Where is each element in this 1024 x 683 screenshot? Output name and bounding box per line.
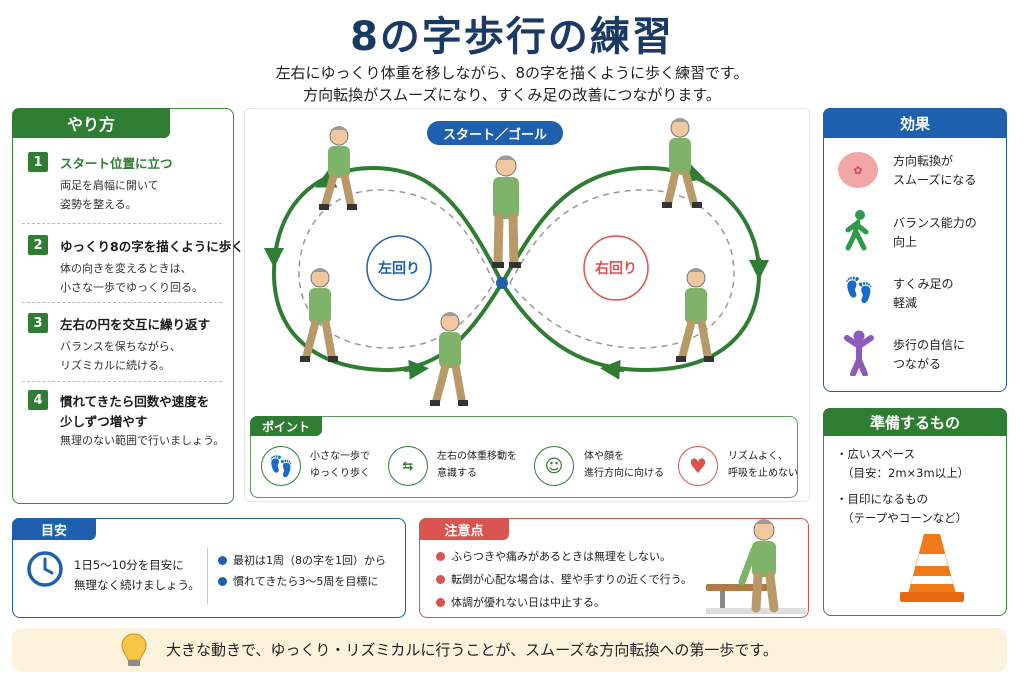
brain-icon: ✿ — [838, 152, 878, 188]
bullet-icon — [436, 575, 445, 584]
guide-bullet-text: 慣れてきたら3～5周を目標に — [233, 575, 379, 588]
guide-bullet-text: 最初は1周（8の字を1回）から — [233, 554, 386, 567]
point-text: リズムよく、 — [728, 451, 788, 462]
caution-bullet-text: 転倒が心配な場合は、壁や手すりの近くで行う。 — [451, 573, 693, 586]
left-inner-path — [298, 189, 495, 349]
weight-shift-icon: ⇆ — [388, 446, 428, 486]
walker-figure — [676, 268, 714, 362]
howto-title: やり方 — [12, 108, 170, 138]
step-number: 3 — [28, 313, 48, 333]
start-point-marker — [496, 277, 508, 289]
step-desc: 小さな一歩でゆっくり回る。 — [60, 281, 203, 294]
walker-figure — [319, 126, 357, 210]
prep-title: 準備するもの — [823, 408, 1007, 436]
footprints-icon: 👣 — [261, 446, 301, 486]
step-number: 1 — [28, 152, 48, 172]
point-text: 呼吸を止めない — [728, 468, 798, 479]
howto-panel — [12, 108, 234, 504]
effect-text: 歩行の自信に — [893, 338, 966, 352]
walker-figure — [492, 155, 521, 268]
point-text: 小さな一歩で — [310, 451, 370, 462]
bullet-icon — [436, 598, 445, 607]
step-title: ゆっくり8の字を描くように歩く — [60, 239, 244, 254]
subtitle-line-2: 方向転換がスムーズになり、すくみ足の改善につながります。 — [303, 86, 721, 104]
step-desc: バランスを保ちながら、 — [60, 340, 181, 353]
divider — [22, 381, 222, 382]
bullet-icon — [218, 577, 227, 586]
guide-main-text: 無理なく続けましょう。 — [74, 578, 200, 592]
step-desc: リズミカルに続ける。 — [60, 359, 170, 372]
head-direction-icon: ☺ — [534, 446, 574, 486]
effect-text: 向上 — [893, 235, 918, 249]
prep-item: （目安：2m×3m以上） — [842, 466, 970, 480]
point-text: 左右の体重移動を — [437, 451, 517, 462]
footer-text: 大きな動きで、ゆっくり・リズミカルに行うことが、スムーズな方向転換への第一歩です… — [166, 641, 778, 659]
point-text: 進行方向に向ける — [584, 468, 664, 479]
walker-figure — [662, 118, 702, 208]
divider — [22, 302, 222, 303]
step-title-line-2: 少しずつ増やす — [60, 414, 148, 429]
effect-text: すくみ足の — [893, 277, 954, 291]
step-title: スタート位置に立つ — [60, 156, 173, 171]
lightbulb-icon — [121, 633, 147, 666]
start-goal-label: スタート／ゴール — [427, 121, 563, 145]
step-desc: 両足を肩幅に開いて — [60, 179, 159, 192]
point-text: 体や顔を — [584, 451, 624, 462]
figure-eight-diagram — [264, 118, 769, 406]
point-text: 意識する — [437, 468, 477, 479]
prep-item: （テープやコーンなど） — [842, 511, 968, 525]
effect-text: つながる — [893, 357, 942, 371]
points-title: ポイント — [250, 416, 322, 436]
step-number: 4 — [28, 390, 48, 410]
caution-title: 注意点 — [419, 518, 509, 540]
effect-text: 方向転換が — [893, 154, 954, 168]
right-turn-label: 右回り — [595, 261, 637, 277]
effects-title: 効果 — [823, 108, 1007, 138]
diagram-frame — [244, 108, 810, 502]
step-desc: 姿勢を整える。 — [60, 198, 137, 211]
step-desc: 無理のない範囲で行いましょう。 — [60, 434, 225, 447]
guide-main-text: 1日5～10分を目安に — [74, 558, 184, 572]
clock-icon — [27, 551, 63, 587]
arrow-icon — [403, 359, 429, 380]
handrail-figure — [706, 519, 806, 614]
step-desc: 体の向きを変えるときは、 — [60, 262, 192, 275]
prep-item: ・広いスペース — [836, 447, 916, 461]
divider — [207, 548, 208, 604]
bullet-icon — [436, 552, 445, 561]
walker-figure — [300, 268, 338, 362]
page-title: 8の字歩行の練習 — [350, 14, 674, 60]
point-text: ゆっくり歩く — [310, 468, 370, 479]
bullet-icon — [218, 556, 227, 565]
effect-text: スムーズになる — [893, 173, 977, 187]
prep-item: ・目印になるもの — [836, 492, 928, 506]
confident-person-icon — [844, 330, 874, 376]
right-inner-path — [509, 189, 735, 349]
traffic-cone-icon — [900, 534, 964, 602]
step-title: 慣れてきたら回数や速度を — [60, 394, 210, 409]
arrow-icon — [600, 359, 625, 380]
subtitle-line-1: 左右にゆっくり体重を移しながら、8の字を描くように歩く練習です。 — [275, 64, 749, 82]
heart-icon: ♥ — [678, 446, 718, 486]
walking-person-icon — [845, 210, 869, 251]
footprints-icon: 👣 — [844, 276, 874, 304]
step-number: 2 — [28, 235, 48, 255]
step-title: 左右の円を交互に繰り返す — [60, 317, 211, 332]
footer-banner — [12, 628, 1007, 672]
divider — [22, 223, 222, 224]
right-label-circle — [583, 235, 649, 301]
left-label-circle — [366, 235, 432, 301]
effect-text: 軽減 — [893, 296, 918, 310]
left-turn-label: 左回り — [378, 261, 420, 277]
effect-text: バランス能力の — [893, 216, 977, 230]
walker-figure — [430, 312, 468, 406]
caution-bullet-text: 体調が優れない日は中止する。 — [451, 596, 605, 609]
caution-bullet-text: ふらつきや痛みがあるときは無理をしない。 — [451, 550, 671, 563]
guide-title: 目安 — [12, 518, 96, 540]
